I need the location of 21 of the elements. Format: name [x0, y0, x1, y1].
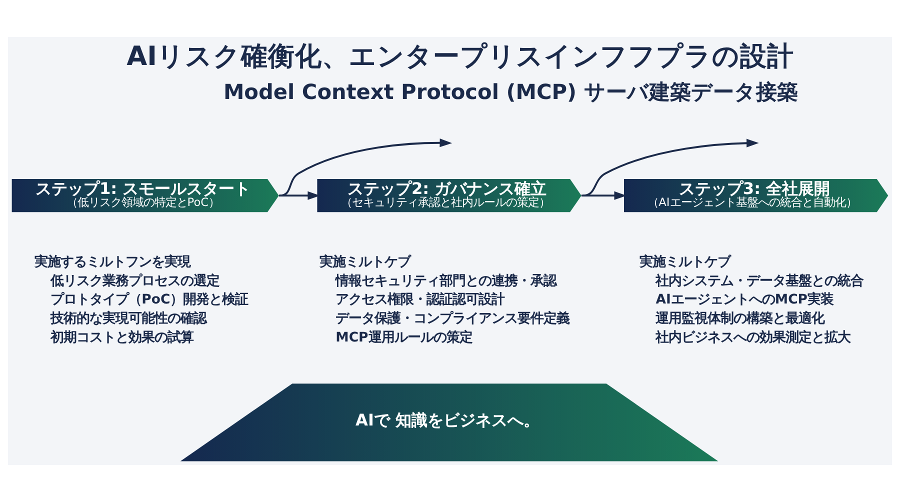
- node-label: プロトタイプ（PoC）開発と検証: [50, 292, 248, 308]
- arrow: [278, 191, 320, 200]
- node-label: 低リスク業務プロセスの選定: [50, 274, 220, 289]
- node-label: アクセス権限・認証認可設計: [336, 292, 505, 308]
- node-label: 社内ビジネスへの効果測定と拡大: [656, 330, 851, 346]
- node-label: 実施ミルトケブ: [320, 254, 411, 270]
- node-label: データ保護・コンプライアンス要件定義: [336, 312, 570, 327]
- node-label: 社内システム・データ基盤との統合: [656, 274, 864, 289]
- node-label: 運用監視体制の構築と最適化: [656, 312, 825, 327]
- diagram-title: AIリスク確衡化、エンタープリスインフフプラの設計: [126, 40, 794, 72]
- node-label: 技術的な実現可能性の確認: [50, 312, 207, 327]
- node-label: 初期コストと効果の試算: [50, 330, 194, 346]
- node-label: 情報セキュリティ部門との連携・承認: [336, 274, 557, 289]
- arrow: [582, 138, 759, 197]
- label: Model Context Protocol (MCP) サーバ建築データ接築: [223, 80, 798, 104]
- node-label: 実施するミルトフンを実現: [34, 254, 191, 270]
- node-label: MCP運用ルールの策定: [336, 330, 472, 346]
- node-label: AIエージェントへのMCP実装: [656, 292, 834, 308]
- arrow: [581, 191, 627, 200]
- node-label: 実施ミルトケブ: [640, 254, 731, 270]
- arrow: [280, 138, 452, 197]
